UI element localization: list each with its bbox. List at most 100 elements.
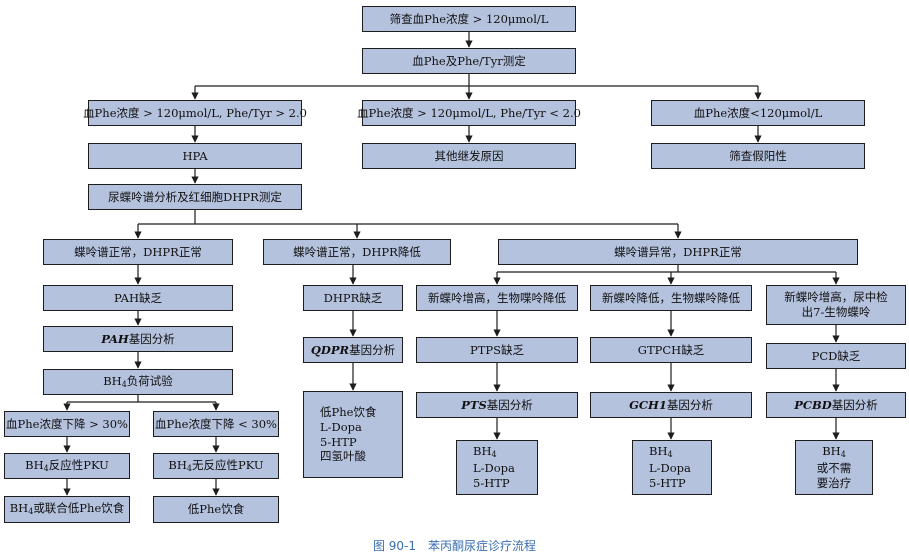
pts-gene-analysis-node: PTS基因分析 [416,392,578,418]
pah-gene-analysis-label: 基因分析 [128,331,175,346]
ptps-deficiency-label: PTPS缺乏 [469,342,525,357]
bh4-load-bh: BH [103,373,122,388]
phe-drop-over-30-label: 血Phe浓度下降 > 30% [6,416,128,431]
pah-deficiency-node: PAH缺乏 [43,285,233,311]
pcbd-gene-analysis-node: PCBD基因分析 [766,392,906,418]
pts-gene-name: PTS [461,397,487,412]
screen-phe-node: 筛查血Phe浓度 > 120μmol/L [362,6,576,32]
branch-false-label: 血Phe浓度<120μmol/L [693,105,823,120]
pcd-treatment-item: 或不需 [816,460,852,475]
false-positive-node: 筛查假阳性 [651,143,865,169]
bh4-nonresp-label: 无反应性PKU [191,457,264,472]
secondary-cause-node: 其他继发原因 [362,143,576,169]
pcd-treatment-node: BH4 或不需 要治疗 [795,440,873,495]
pcbd-gene-name: PCBD [794,397,832,412]
pts-gene-analysis-label: 基因分析 [486,397,533,412]
secondary-cause-label: 其他继发原因 [434,148,504,163]
pcd-finding-line-1: 新蝶呤增高，尿中检 [784,290,888,305]
bh4-combo-bh: BH [9,501,29,516]
dhpr-treatment-item: L-Dopa [320,419,362,434]
gtpch-treatment-node: BH4 L-Dopa 5-HTP [632,440,712,495]
ptps-finding-label: 新蝶呤增高，生物喋呤降低 [428,290,566,305]
low-phe-diet-node: 低Phe饮食 [153,496,279,523]
branch-false-node: 血Phe浓度<120μmol/L [651,100,865,126]
ptps-treatment-item: L-Dopa [473,460,515,475]
qdpr-gene-name: QDPR [310,342,350,357]
figure-caption: 图 90-1 苯丙酮尿症诊疗流程 [372,539,537,553]
branch-hpa-label: 血Phe浓度 > 120μmol/L, Phe/Tyr > 2.0 [83,105,307,120]
pah-gene-name: PAH [101,331,129,346]
gch1-gene-analysis-label: 基因分析 [666,397,713,412]
dhpr-treatment-item: 5-HTP [320,434,357,449]
pcd-deficiency-label: PCD缺乏 [811,348,861,363]
phe-drop-under-30-label: 血Phe浓度下降 < 30% [155,416,277,431]
pterin-abnormal-dhpr-normal-node: 蝶呤谱异常，DHPR正常 [498,239,858,265]
bh4-nonresp-bh: BH [168,457,187,472]
bh4-resp-subscript: 4 [43,463,49,473]
ptps-treatment-node: BH4 L-Dopa 5-HTP [456,440,538,495]
bh4-load-test-node: BH4负荷试验 [43,369,233,395]
pterin-normal-dhpr-low-label: 蝶呤谱正常，DHPR降低 [293,244,421,259]
dhpr-treatment-item: 四氢叶酸 [320,449,366,464]
pah-gene-analysis-node: PAH基因分析 [43,326,233,352]
pterin-dhpr-test-label: 尿蝶呤谱分析及红细胞DHPR测定 [108,189,282,204]
dhpr-deficiency-node: DHPR缺乏 [303,285,403,311]
bh4-responsive-pku-node: BH4反应性PKU [4,453,130,479]
gtpch-deficiency-label: GTPCH缺乏 [637,342,705,357]
gtpch-bh-subscript: 4 [667,450,673,460]
pterin-abnormal-dhpr-normal-label: 蝶呤谱异常，DHPR正常 [614,244,742,259]
ptps-bh-subscript: 4 [491,450,497,460]
pterin-normal-dhpr-low-node: 蝶呤谱正常，DHPR降低 [263,239,451,265]
pterin-normal-dhpr-normal-node: 蝶呤谱正常，DHPR正常 [43,239,233,265]
pterin-dhpr-test-node: 尿蝶呤谱分析及红细胞DHPR测定 [88,184,302,210]
branch-secondary-label: 血Phe浓度 > 120μmol/L, Phe/Tyr < 2.0 [357,105,581,120]
bh4-load-subscript: 4 [121,379,127,389]
ptps-deficiency-node: PTPS缺乏 [416,337,578,363]
ptps-treatment-item: 5-HTP [473,475,510,490]
branch-secondary-node: 血Phe浓度 > 120μmol/L, Phe/Tyr < 2.0 [357,100,581,126]
low-phe-diet-label: 低Phe饮食 [187,502,245,517]
bh4-nonresp-subscript: 4 [186,463,192,473]
pah-deficiency-label: PAH缺乏 [113,290,162,305]
bh4-resp-bh: BH [25,457,44,472]
branch-hpa-node: 血Phe浓度 > 120μmol/L, Phe/Tyr > 2.0 [83,100,307,126]
phe-drop-under-30-node: 血Phe浓度下降 < 30% [153,411,279,437]
gch1-gene-name: GCH1 [629,397,667,412]
pcd-bh: BH [822,444,841,459]
false-positive-label: 筛查假阳性 [729,148,787,163]
gtpch-treatment-item: L-Dopa [649,460,691,475]
pcd-finding-node: 新蝶呤增高，尿中检 出7-生物蝶呤 [766,285,906,325]
bh4-combo-diet-node: BH4或联合低Phe饮食 [4,496,130,523]
bh4-combo-subscript: 4 [28,507,34,517]
bh4-load-label: 负荷试验 [126,373,173,388]
pcbd-gene-analysis-label: 基因分析 [831,397,878,412]
pcd-treatment-item: 要治疗 [816,475,852,490]
gch1-gene-analysis-node: GCH1基因分析 [590,392,752,418]
qdpr-gene-analysis-label: 基因分析 [349,342,396,357]
screen-phe-label: 筛查血Phe浓度 > 120μmol/L [389,11,549,26]
gtpch-treatment-item: 5-HTP [649,475,686,490]
dhpr-treatment-item: 低Phe饮食 [320,404,377,419]
bh4-nonresponsive-pku-node: BH4无反应性PKU [153,453,279,479]
pcd-finding-line-2: 出7-生物蝶呤 [801,305,871,319]
dhpr-treatment-node: 低Phe饮食 L-Dopa 5-HTP 四氢叶酸 [303,391,403,478]
phe-tyr-test-node: 血Phe及Phe/Tyr测定 [362,48,576,74]
phe-tyr-test-label: 血Phe及Phe/Tyr测定 [412,53,526,68]
hpa-label: HPA [182,148,208,163]
pcd-bh-subscript: 4 [840,450,846,460]
pcd-deficiency-node: PCD缺乏 [766,343,906,369]
ptps-bh: BH [473,444,492,459]
gtpch-finding-node: 新蝶呤降低，生物蝶呤降低 [590,285,752,311]
bh4-combo-label: 或联合低Phe饮食 [33,501,125,516]
qdpr-gene-analysis-node: QDPR基因分析 [303,337,403,363]
phe-drop-over-30-node: 血Phe浓度下降 > 30% [4,411,130,437]
pterin-normal-dhpr-normal-label: 蝶呤谱正常，DHPR正常 [74,244,202,259]
bh4-resp-label: 反应性PKU [48,457,109,472]
hpa-node: HPA [88,143,302,169]
gtpch-deficiency-node: GTPCH缺乏 [590,337,752,363]
gtpch-finding-label: 新蝶呤降低，生物蝶呤降低 [602,290,740,305]
dhpr-deficiency-label: DHPR缺乏 [323,290,383,305]
ptps-finding-node: 新蝶呤增高，生物喋呤降低 [416,285,578,311]
